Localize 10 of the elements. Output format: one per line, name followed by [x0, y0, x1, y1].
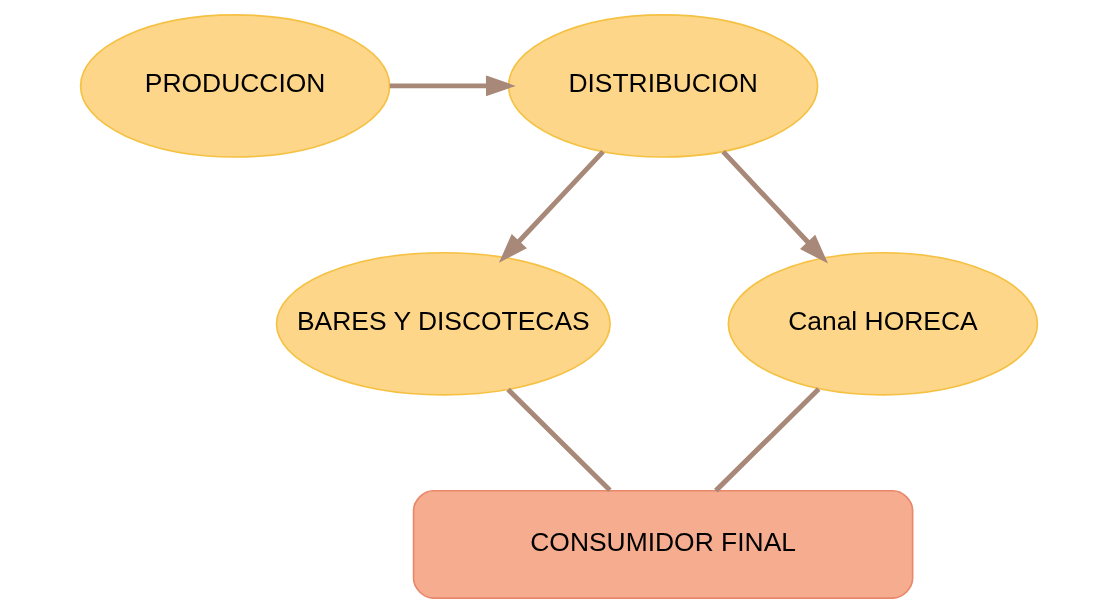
arrow: [720, 149, 828, 264]
arrow: [389, 75, 516, 97]
node-ellipse: DISTRIBUCION: [507, 14, 818, 158]
connector: [713, 387, 820, 493]
node-ellipse: BARES Y DISCOTECAS: [275, 251, 611, 396]
connector: [505, 387, 612, 492]
node-ellipse: Canal HORECA: [727, 251, 1038, 396]
node-ellipse: PRODUCCION: [79, 14, 390, 158]
node-box: CONSUMIDOR FINAL: [412, 489, 913, 599]
arrow: [498, 149, 605, 263]
